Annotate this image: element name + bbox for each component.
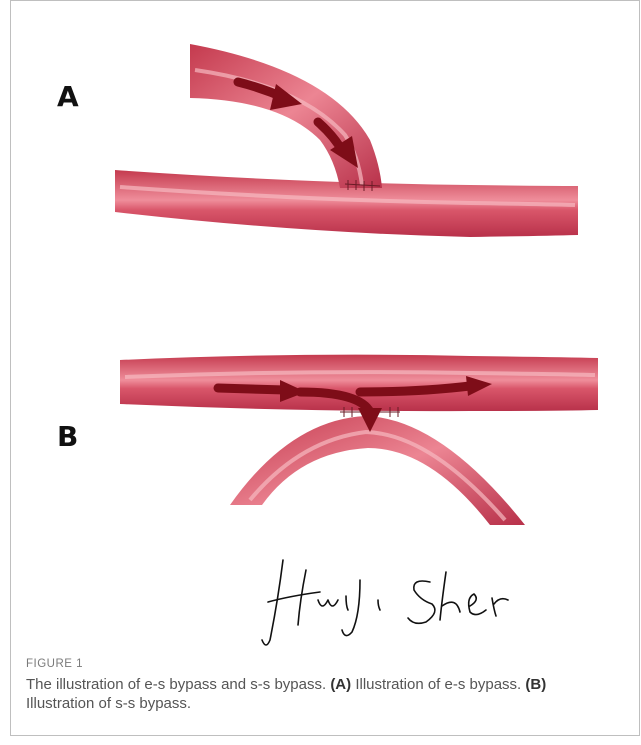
handwritten-signature [262,560,508,645]
caption-part-b-text: Illustration of s-s bypass. [26,695,191,712]
panel-a-label: A [57,80,79,113]
caption-intro: The illustration of e-s bypass and s-s b… [26,676,326,693]
panel-b-flow-arrow-main [218,388,285,390]
panel-b-label: B [57,420,78,453]
caption-part-b-tag: (B) [525,676,546,693]
caption-part-a-tag: (A) [330,676,351,693]
figure-caption: The illustration of e-s bypass and s-s b… [26,675,616,713]
panel-a-donor-vessel [190,44,382,188]
caption-part-a-text: Illustration of e-s bypass. [355,676,521,693]
bypass-illustration [0,0,641,650]
figure-label: FIGURE 1 [26,658,83,670]
